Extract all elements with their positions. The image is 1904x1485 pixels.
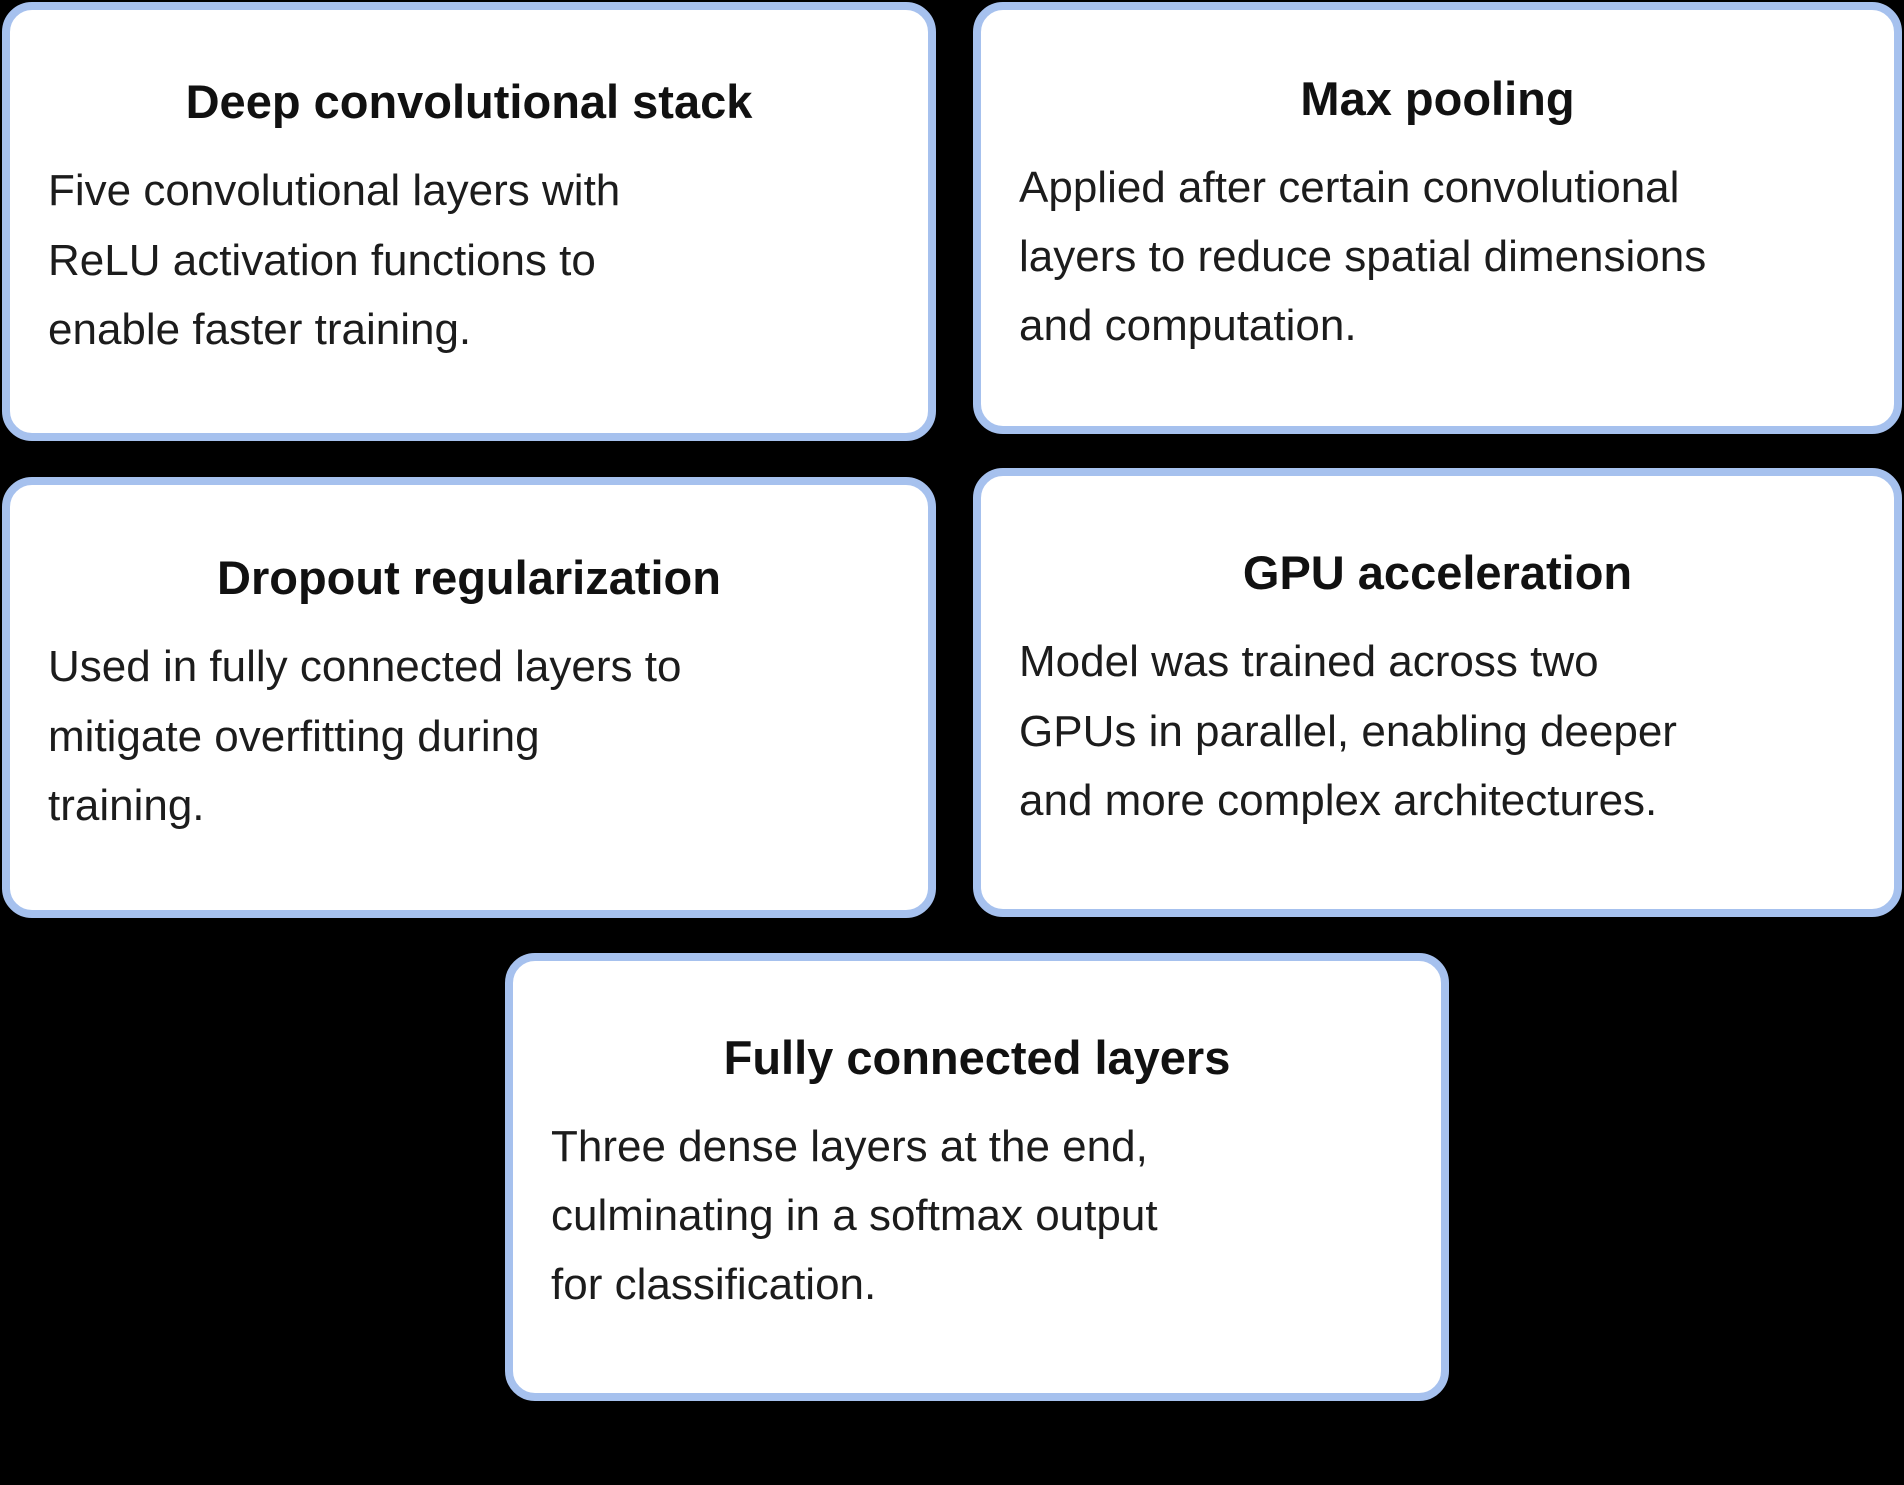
card-title: Dropout regularization <box>217 551 721 605</box>
card-body: Three dense layers at the end, culminati… <box>551 1121 1158 1310</box>
card-body: Model was trained across two GPUs in par… <box>1019 637 1677 825</box>
card-title: Fully connected layers <box>723 1030 1231 1084</box>
card-body: Used in fully connected layers to mitiga… <box>48 642 682 830</box>
card-deep-convolutional-stack: Deep convolutional stack Five convolutio… <box>2 2 936 441</box>
card-max-pooling: Max pooling Applied after certain convol… <box>973 2 1902 434</box>
card-title: Deep convolutional stack <box>185 75 753 129</box>
card-title: Max pooling <box>1300 71 1575 125</box>
card-dropout-regularization: Dropout regularization Used in fully con… <box>2 477 936 918</box>
card-fully-connected-layers: Fully connected layers Three dense layer… <box>505 953 1449 1401</box>
card-gpu-acceleration: GPU acceleration Model was trained acros… <box>973 468 1902 917</box>
card-title: GPU acceleration <box>1242 546 1633 600</box>
card-body: Applied after certain convolutional laye… <box>1019 162 1707 351</box>
card-body: Five convolutional layers with ReLU acti… <box>48 166 621 354</box>
